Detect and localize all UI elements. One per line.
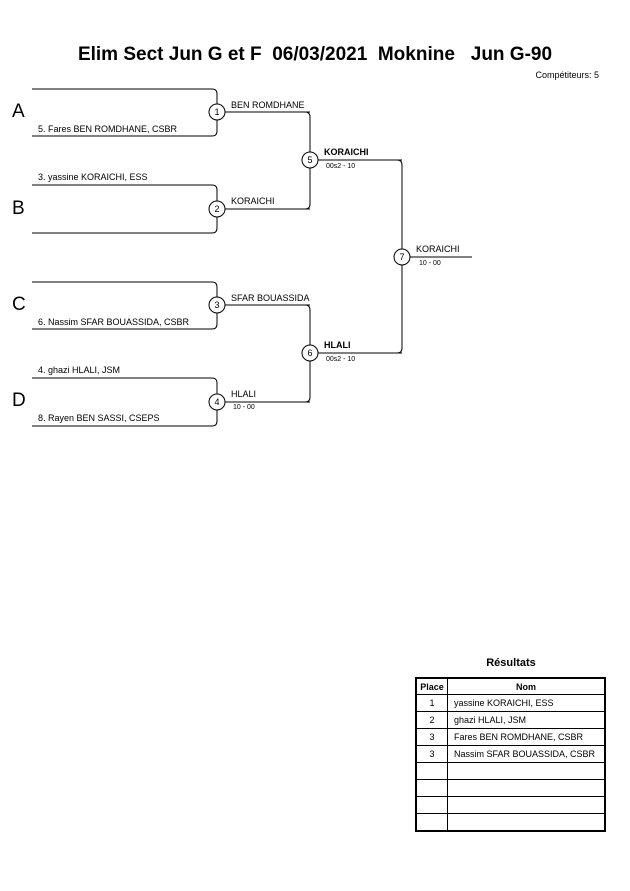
results-table: Place Nom 1 yassine KORAICHI, ESS 2 ghaz… — [415, 677, 606, 832]
match-number: 4 — [214, 397, 219, 407]
winner-match-3: SFAR BOUASSIDA — [231, 293, 310, 303]
place-cell: 1 — [415, 694, 448, 712]
winner-match-1: BEN ROMDHANE — [231, 100, 305, 110]
match-number: 6 — [307, 348, 312, 358]
entry-a-bottom: 5. Fares BEN ROMDHANE, CSBR — [38, 124, 178, 134]
place-cell: 3 — [415, 745, 448, 763]
winner-final: KORAICHI — [416, 244, 460, 254]
match-circle — [208, 393, 226, 411]
bracket-line — [32, 184, 218, 234]
name-cell — [447, 813, 606, 832]
match-number: 3 — [214, 300, 219, 310]
place-cell — [415, 796, 448, 814]
table-row — [415, 762, 606, 780]
competitors-count: Compétiteurs: 5 — [535, 70, 599, 80]
entry-c-bottom: 6. Nassim SFAR BOUASSIDA, CSBR — [38, 317, 190, 327]
table-row: 1 yassine KORAICHI, ESS — [415, 694, 606, 712]
name-cell — [447, 779, 606, 797]
table-row — [415, 796, 606, 814]
entry-b-top: 3. yassine KORAICHI, ESS — [38, 172, 148, 182]
pool-label-b: B — [12, 198, 25, 219]
score-match-5: 00s2 - 10 — [326, 163, 356, 170]
name-cell: Fares BEN ROMDHANE, CSBR — [447, 728, 606, 746]
name-cell — [447, 762, 606, 780]
entry-d-top: 4. ghazi HLALI, JSM — [38, 365, 121, 375]
results-title: Résultats — [486, 657, 536, 669]
name-cell: Nassim SFAR BOUASSIDA, CSBR — [447, 745, 606, 763]
name-cell: yassine KORAICHI, ESS — [447, 694, 606, 712]
match-circle — [208, 296, 226, 314]
match-number: 7 — [399, 252, 404, 262]
winner-match-6: HLALI — [324, 340, 351, 350]
score-match-6: 00s2 - 10 — [326, 356, 356, 363]
match-circle — [301, 151, 319, 169]
table-row: 3 Fares BEN ROMDHANE, CSBR — [415, 728, 606, 746]
name-cell: ghazi HLALI, JSM — [447, 711, 606, 729]
name-header: Nom — [447, 677, 606, 695]
table-row: 3 Nassim SFAR BOUASSIDA, CSBR — [415, 745, 606, 763]
place-cell: 2 — [415, 711, 448, 729]
match-circle — [208, 103, 226, 121]
entry-d-bottom: 8. Rayen BEN SASSI, CSEPS — [38, 413, 160, 423]
pool-label-c: C — [12, 294, 26, 315]
winner-match-5: KORAICHI — [324, 147, 369, 157]
page-title: Elim Sect Jun G et F 06/03/2021 Moknine … — [77, 44, 553, 65]
place-cell — [415, 779, 448, 797]
match-circle — [393, 248, 411, 266]
match-number: 1 — [214, 107, 219, 117]
table-row: 2 ghazi HLALI, JSM — [415, 711, 606, 729]
place-cell — [415, 813, 448, 832]
name-cell — [447, 796, 606, 814]
results-header-row: Place Nom — [415, 677, 606, 695]
match-circle — [208, 200, 226, 218]
winner-match-4: HLALI — [231, 389, 257, 399]
match-number: 5 — [307, 155, 312, 165]
place-cell: 3 — [415, 728, 448, 746]
score-match-4: 10 - 00 — [233, 404, 255, 411]
pool-label-a: A — [12, 101, 25, 122]
table-row — [415, 813, 606, 832]
table-row — [415, 779, 606, 797]
match-number: 2 — [214, 204, 219, 214]
pool-label-d: D — [12, 390, 26, 411]
place-cell — [415, 762, 448, 780]
score-final: 10 - 00 — [419, 260, 441, 267]
winner-match-2: KORAICHI — [231, 196, 275, 206]
place-header: Place — [415, 677, 448, 695]
match-circle — [301, 344, 319, 362]
